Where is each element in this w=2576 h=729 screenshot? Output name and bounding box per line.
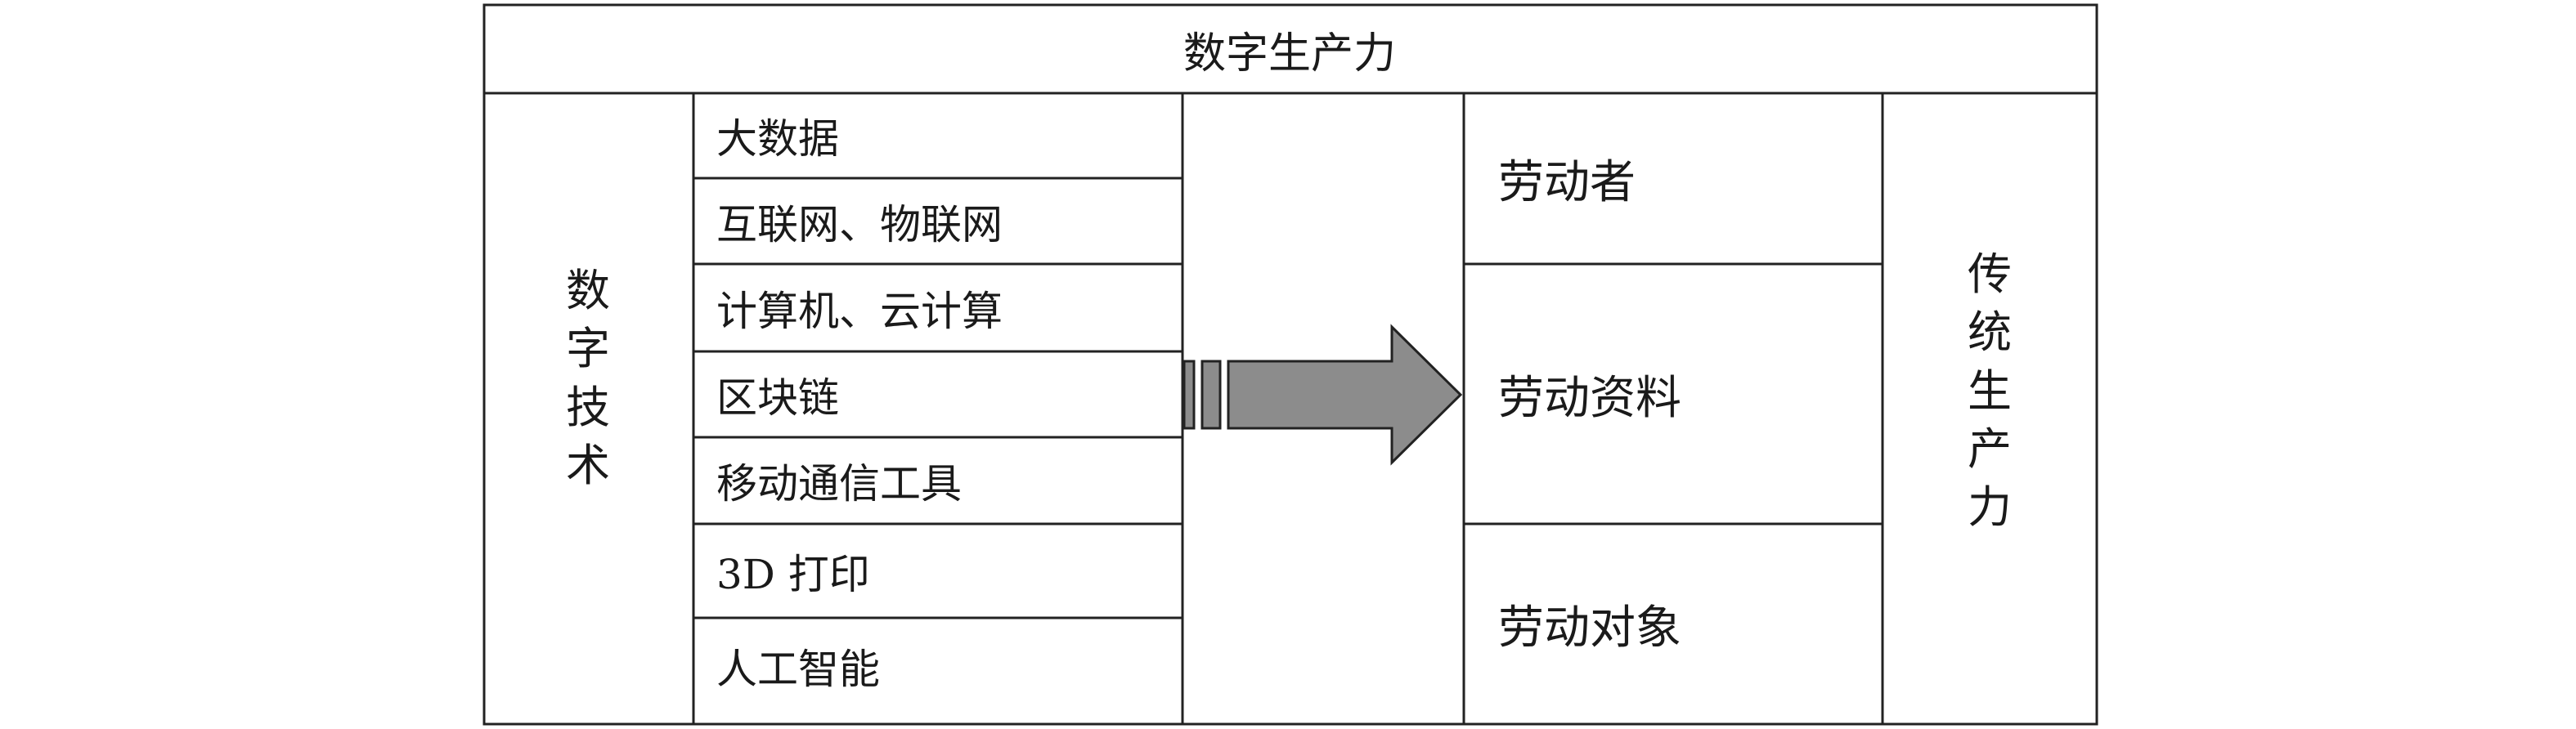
label-char: 产 [1968,423,2012,475]
outer-frame [482,3,2098,726]
arrow-right-icon [1227,324,1463,466]
label-char: 数 [566,265,610,316]
label-char: 生 [1968,364,2012,417]
diagram-title: 数字生产力 [1183,29,1396,78]
label-char: 统 [1968,306,2012,359]
tech-item-ai: 人工智能 [716,646,880,693]
tech-item-mobile: 移动通信工具 [716,460,962,508]
tech-item-internet: 互联网、物联网 [716,200,1003,248]
label-char: 字 [566,323,610,375]
tech-item-big-data: 大数据 [716,115,839,163]
arrow-tail-bar [1183,360,1196,430]
label-char: 传 [1968,248,2012,300]
factor-object-of-labor: 劳动对象 [1498,602,1681,655]
tech-item-blockchain: 区块链 [716,373,839,422]
tech-item-cloud: 计算机、云计算 [716,287,1003,335]
label-char: 力 [1968,481,2012,534]
arrow-tail-bar [1200,360,1222,430]
factor-means-of-labor: 劳动资料 [1498,371,1681,425]
factor-laborer: 劳动者 [1498,156,1636,209]
tech-item-3d-printing: 3D 打印 [716,550,870,598]
label-char: 术 [566,439,610,491]
traditional-productivity-label: 传 统 生 产 力 [1883,245,2097,536]
label-char: 技 [566,381,610,433]
digital-tech-label: 数 字 技 术 [482,262,693,494]
